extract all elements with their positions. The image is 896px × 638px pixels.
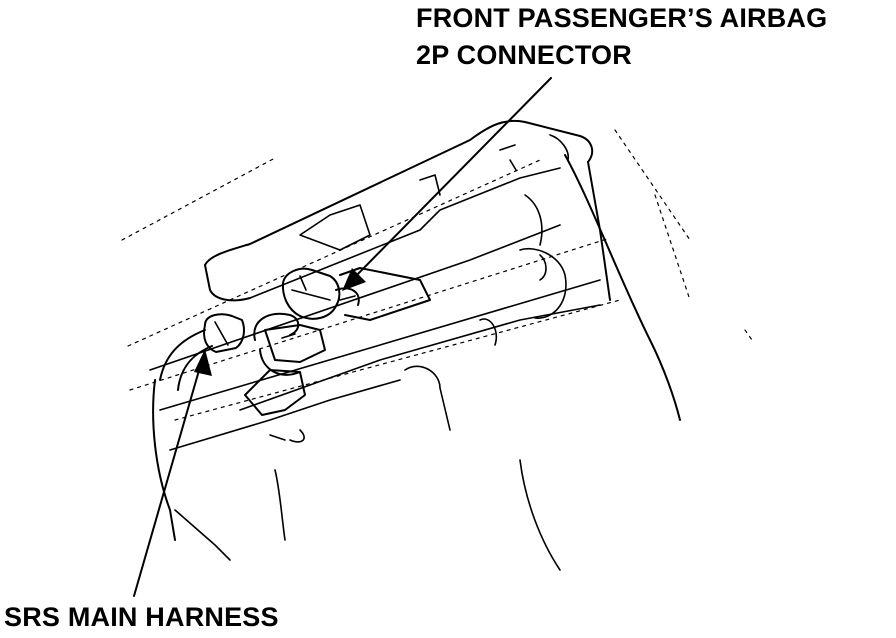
airbag-arrowhead xyxy=(342,268,366,291)
airbag-connector-leader xyxy=(349,77,552,283)
srs-main-harness-connector xyxy=(159,313,245,391)
airbag-2p-connector xyxy=(281,267,431,321)
leader-arrows xyxy=(133,77,552,597)
callout-srs-main-harness: SRS MAIN HARNESS xyxy=(4,602,279,632)
callout-airbag-connector-line1: FRONT PASSENGER’S AIRBAG xyxy=(416,3,828,33)
background-dash-lines xyxy=(121,129,753,421)
callout-airbag-connector-line2: 2P CONNECTOR xyxy=(416,40,632,70)
mounting-bracket xyxy=(299,134,570,319)
harness-connector-lower xyxy=(244,312,326,416)
harness-leader xyxy=(133,359,203,597)
harness-arrowhead xyxy=(194,349,212,376)
dashboard-panel xyxy=(149,120,681,571)
